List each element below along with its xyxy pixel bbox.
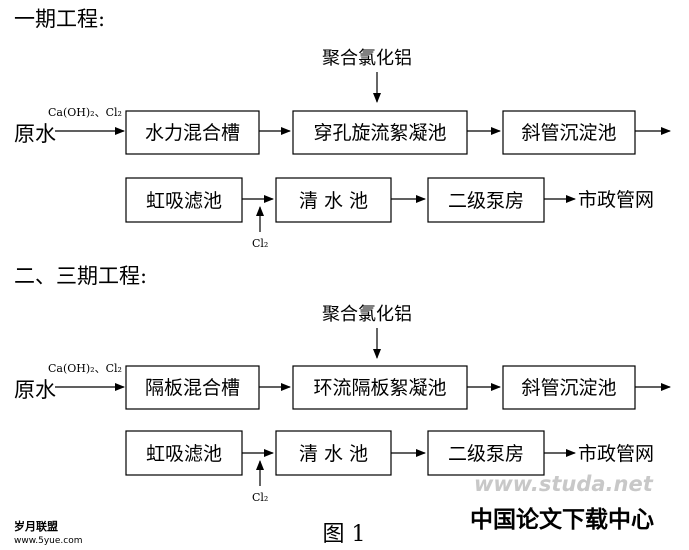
watermark-studa: www.studa.net 中国论文下载中心 xyxy=(470,472,654,533)
phase1-section: 一期工程: 聚合氯化铝 原水 Ca(OH)₂、Cl₂ 水力混合槽 穿孔旋流絮凝池… xyxy=(14,7,671,250)
phase23-pump-house-label: 二级泵房 xyxy=(448,443,524,465)
phase23-flocculation-label: 环流隔板絮凝池 xyxy=(313,377,446,399)
phase23-sedimentation-box: 斜管沉淀池 xyxy=(502,365,636,410)
phase23-heading: 二、三期工程: xyxy=(14,264,147,288)
watermark-5yue-name: 岁月联盟 xyxy=(14,519,58,533)
watermark-studa-name: 中国论文下载中心 xyxy=(470,506,654,533)
phase23-pump-house-box: 二级泵房 xyxy=(427,430,545,476)
phase23-flocculation-box: 环流隔板絮凝池 xyxy=(292,365,468,410)
phase23-source-label: 原水 xyxy=(14,378,56,402)
phase1-mixing-tank-box: 水力混合槽 xyxy=(125,110,260,155)
phase1-pump-house-box: 二级泵房 xyxy=(427,177,545,223)
phase23-mixing-tank-box: 隔板混合槽 xyxy=(125,365,260,410)
phase1-clear-well-box: 清 水 池 xyxy=(275,177,392,223)
phase23-sedimentation-label: 斜管沉淀池 xyxy=(521,377,616,399)
phase23-section: 二、三期工程: 聚合氯化铝 原水 Ca(OH)₂、Cl₂ 隔板混合槽 环流隔板絮… xyxy=(14,264,671,504)
watermark-5yue: 岁月联盟 www.5yue.com xyxy=(14,519,83,546)
phase23-clear-well-label: 清 水 池 xyxy=(299,443,368,465)
phase1-filter-label: 虹吸滤池 xyxy=(146,190,222,212)
phase1-source-label: 原水 xyxy=(14,122,56,146)
phase1-filter-box: 虹吸滤池 xyxy=(125,177,243,223)
phase23-mixing-tank-label: 隔板混合槽 xyxy=(145,377,240,399)
phase1-sedimentation-box: 斜管沉淀池 xyxy=(502,110,636,155)
phase1-dosing-label: Ca(OH)₂、Cl₂ xyxy=(48,106,122,119)
phase23-clear-well-box: 清 水 池 xyxy=(275,430,392,476)
phase1-sedimentation-label: 斜管沉淀池 xyxy=(521,122,616,144)
phase23-output-label: 市政管网 xyxy=(578,443,654,465)
phase23-coagulant-label: 聚合氯化铝 xyxy=(322,304,412,325)
phase1-output-label: 市政管网 xyxy=(578,189,654,211)
figure-caption: 图 1 xyxy=(323,522,366,547)
phase23-filter-label: 虹吸滤池 xyxy=(146,443,222,465)
phase23-filter-box: 虹吸滤池 xyxy=(125,430,243,476)
watermark-studa-url: www.studa.net xyxy=(474,472,654,496)
phase1-heading: 一期工程: xyxy=(14,7,105,31)
phase1-flocculation-box: 穿孔旋流絮凝池 xyxy=(292,110,468,155)
phase1-mixing-tank-label: 水力混合槽 xyxy=(145,122,240,144)
watermark-5yue-url: www.5yue.com xyxy=(14,536,83,546)
phase1-chlorine-label: Cl₂ xyxy=(252,237,268,250)
phase1-flocculation-label: 穿孔旋流絮凝池 xyxy=(313,122,446,144)
phase1-clear-well-label: 清 水 池 xyxy=(299,190,368,212)
phase23-dosing-label: Ca(OH)₂、Cl₂ xyxy=(48,362,122,375)
phase23-chlorine-label: Cl₂ xyxy=(252,491,268,504)
phase1-coagulant-label: 聚合氯化铝 xyxy=(322,48,412,69)
phase1-pump-house-label: 二级泵房 xyxy=(448,190,524,212)
